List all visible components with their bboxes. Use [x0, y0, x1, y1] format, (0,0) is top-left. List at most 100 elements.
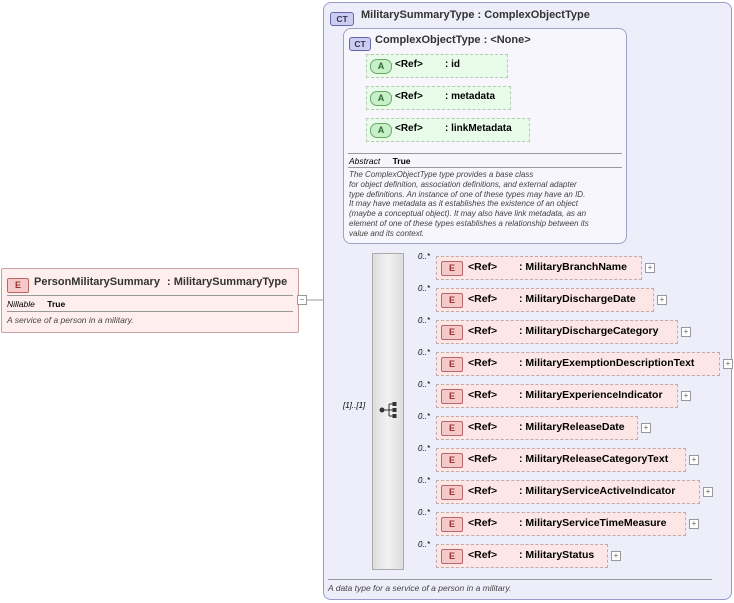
element-tag-icon: E: [441, 293, 463, 308]
element-name: : MilitaryDischargeCategory: [519, 325, 659, 337]
root-doc: A service of a person in a military.: [7, 315, 134, 325]
outer-type-title: MilitarySummaryType : ComplexObjectType: [361, 9, 590, 21]
element-name: : MilitaryExemptionDescriptionText: [519, 357, 695, 369]
nillable-label: Nillable: [7, 299, 35, 309]
element-name: : MilitaryBranchName: [519, 261, 627, 273]
element-tag-icon: E: [7, 278, 29, 293]
element-tag-icon: E: [441, 517, 463, 532]
element-name: : MilitaryStatus: [519, 549, 595, 561]
attribute-ref: <Ref>: [395, 59, 423, 70]
element-ref: <Ref>: [468, 261, 498, 273]
element-ref: <Ref>: [468, 549, 498, 561]
element-ref: <Ref>: [468, 293, 498, 305]
plus-icon: +: [725, 359, 731, 368]
plus-icon: +: [705, 487, 711, 496]
sequence-element[interactable]: E <Ref> : MilitaryStatus: [436, 544, 608, 568]
expand-toggle[interactable]: +: [641, 423, 651, 433]
element-cardinality: 0..*: [418, 284, 431, 293]
expand-toggle[interactable]: +: [681, 391, 691, 401]
sequence-element[interactable]: E <Ref> : MilitaryReleaseCategoryText: [436, 448, 686, 472]
plus-icon: +: [643, 423, 649, 432]
plus-icon: +: [683, 327, 689, 336]
element-cardinality: 0..*: [418, 444, 431, 453]
sequence-element[interactable]: E <Ref> : MilitaryServiceTimeMeasure: [436, 512, 686, 536]
sequence-element[interactable]: E <Ref> : MilitaryBranchName: [436, 256, 642, 280]
element-cardinality: 0..*: [418, 316, 431, 325]
element-name: : MilitaryServiceTimeMeasure: [519, 517, 667, 529]
element-tag-icon: E: [441, 261, 463, 276]
element-tag-icon: E: [441, 325, 463, 340]
plus-icon: +: [613, 551, 619, 560]
attribute-tag-icon: A: [370, 123, 392, 138]
element-name: : MilitaryDischargeDate: [519, 293, 636, 305]
root-element-box[interactable]: E PersonMilitarySummary : MilitarySummar…: [1, 268, 299, 333]
expand-toggle[interactable]: +: [723, 359, 733, 369]
element-tag-icon: E: [441, 485, 463, 500]
attribute-tag-icon: A: [370, 91, 392, 106]
sequence-element[interactable]: E <Ref> : MilitaryReleaseDate: [436, 416, 638, 440]
nillable-value: True: [47, 299, 66, 309]
element-cardinality: 0..*: [418, 380, 431, 389]
sequence-cardinality: [1]..[1]: [343, 401, 366, 410]
element-ref: <Ref>: [468, 453, 498, 465]
root-element-name: PersonMilitarySummary: [34, 276, 160, 288]
root-element-type: : MilitarySummaryType: [167, 276, 288, 288]
plus-icon: +: [647, 263, 653, 272]
expand-toggle[interactable]: +: [689, 519, 699, 529]
sequence-icon: [379, 402, 397, 418]
sequence-element[interactable]: E <Ref> : MilitaryDischargeCategory: [436, 320, 678, 344]
element-ref: <Ref>: [468, 325, 498, 337]
expand-toggle[interactable]: +: [689, 455, 699, 465]
attribute-name: : metadata: [445, 91, 496, 102]
element-ref: <Ref>: [468, 389, 498, 401]
element-name: : MilitaryServiceActiveIndicator: [519, 485, 676, 497]
base-type-doc: The ComplexObjectType type provides a ba…: [349, 170, 589, 238]
abstract-label: Abstract: [349, 156, 381, 166]
element-ref: <Ref>: [468, 421, 498, 433]
plus-icon: +: [691, 519, 697, 528]
attribute-name: : linkMetadata: [445, 123, 512, 134]
plus-icon: +: [683, 391, 689, 400]
element-tag-icon: E: [441, 389, 463, 404]
element-cardinality: 0..*: [418, 540, 431, 549]
element-cardinality: 0..*: [418, 348, 431, 357]
expand-toggle[interactable]: +: [611, 551, 621, 561]
sequence-compositor[interactable]: [372, 253, 404, 570]
element-tag-icon: E: [441, 549, 463, 564]
sequence-element[interactable]: E<Ref>: MilitaryServiceActiveIndicator: [436, 480, 700, 504]
sequence-element[interactable]: E <Ref> : MilitaryDischargeDate: [436, 288, 654, 312]
element-name: : MilitaryReleaseDate: [519, 421, 625, 433]
element-tag-icon: E: [441, 357, 463, 372]
element-cardinality: 0..*: [418, 252, 431, 261]
element-name: : MilitaryExperienceIndicator: [519, 389, 663, 401]
plus-icon: +: [691, 455, 697, 464]
attribute-id[interactable]: A <Ref> : id: [366, 54, 508, 78]
sequence-element[interactable]: E <Ref> : MilitaryExemptionDescriptionText: [436, 352, 720, 376]
plus-icon: +: [659, 295, 665, 304]
collapse-toggle[interactable]: −: [297, 295, 307, 305]
outer-type-doc: A data type for a service of a person in…: [328, 583, 512, 593]
complex-type-tag-icon: CT: [349, 37, 371, 51]
attribute-ref: <Ref>: [395, 91, 423, 102]
expand-toggle[interactable]: +: [681, 327, 691, 337]
expand-toggle[interactable]: +: [703, 487, 713, 497]
attribute-tag-icon: A: [370, 59, 392, 74]
expand-toggle[interactable]: +: [657, 295, 667, 305]
element-tag-icon: E: [441, 421, 463, 436]
minus-icon: −: [299, 295, 305, 304]
sequence-element[interactable]: E <Ref> : MilitaryExperienceIndicator: [436, 384, 678, 408]
complex-object-type-box: CT ComplexObjectType : <None> A <Ref> : …: [343, 28, 627, 244]
element-ref: <Ref>: [468, 357, 498, 369]
complex-type-tag-icon: CT: [330, 12, 354, 26]
element-ref: <Ref>: [468, 517, 498, 529]
element-cardinality: 0..*: [418, 508, 431, 517]
base-type-title: ComplexObjectType : <None>: [375, 34, 531, 46]
element-tag-icon: E: [441, 453, 463, 468]
abstract-value: True: [392, 156, 411, 166]
attribute-ref: <Ref>: [395, 123, 423, 134]
attribute-metadata[interactable]: A <Ref> : metadata: [366, 86, 511, 110]
element-name: : MilitaryReleaseCategoryText: [519, 453, 669, 465]
expand-toggle[interactable]: +: [645, 263, 655, 273]
element-cardinality: 0..*: [418, 412, 431, 421]
attribute-link-metadata[interactable]: A <Ref> : linkMetadata: [366, 118, 530, 142]
